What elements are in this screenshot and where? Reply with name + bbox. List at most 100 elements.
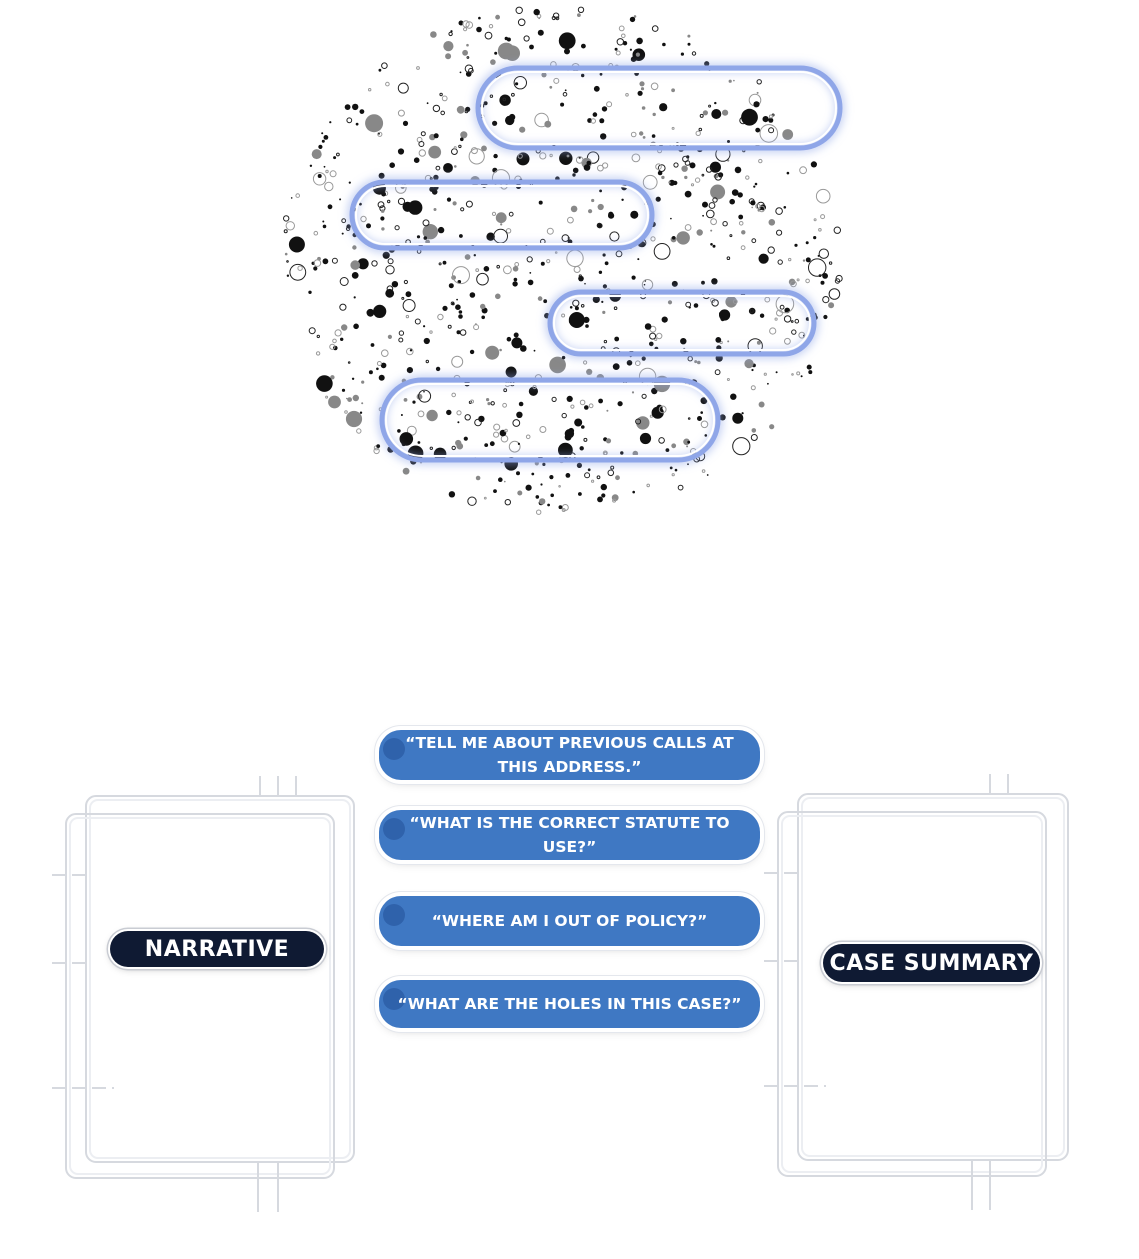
particle-dot [377, 131, 383, 137]
particle-dot [540, 483, 543, 486]
particle-dot [451, 148, 458, 156]
particle-dot [577, 6, 585, 14]
particle-dot [610, 465, 615, 470]
particle-dot [711, 299, 719, 307]
particle-dot [336, 152, 340, 157]
particle-dot [705, 166, 713, 173]
particle-dot [727, 340, 730, 343]
particle-dot [818, 228, 822, 232]
particle-dot [719, 311, 723, 316]
particle-dot [553, 77, 560, 84]
particle-dot [405, 291, 412, 298]
particle-dot [578, 492, 582, 496]
particle-dot [602, 253, 606, 257]
particle-dot [537, 29, 544, 36]
particle-dot [517, 18, 526, 27]
particle-dot [709, 161, 722, 173]
question-text: “TELL ME ABOUT PREVIOUS CALLS AT THIS AD… [405, 734, 734, 776]
particle-dot [473, 324, 480, 331]
particle-dot [397, 148, 405, 155]
particle-dot [630, 56, 637, 62]
particle-dot [704, 61, 710, 67]
particle-dot [446, 197, 452, 202]
particle-dot [726, 256, 731, 261]
particle-dot [782, 129, 794, 140]
particle-dot [476, 272, 489, 286]
particle-dot [650, 82, 659, 91]
particle-dot [671, 88, 675, 93]
particle-dot [460, 207, 465, 212]
particle-dot [613, 306, 618, 311]
particle-dot [687, 34, 691, 38]
particle-dot [753, 185, 756, 188]
particle-dot [794, 318, 800, 324]
particle-dot [339, 198, 342, 201]
particle-dot [788, 278, 796, 286]
particle-dot [676, 231, 690, 245]
particle-dot [529, 44, 534, 50]
particle-dot [525, 434, 531, 440]
particle-dot [504, 36, 508, 41]
particle-dot [687, 42, 691, 46]
particle-dot [564, 429, 575, 439]
particle-dot [636, 416, 650, 430]
particle-dot [671, 443, 677, 449]
particle-dot [312, 172, 327, 186]
particle-dot [580, 304, 585, 308]
particle-dot [574, 418, 583, 427]
particle-dot [583, 360, 588, 365]
narrative-label: NARRATIVE [110, 931, 324, 967]
particle-dot [745, 175, 750, 180]
particle-dot [376, 367, 379, 371]
particle-dot [429, 446, 433, 450]
particle-dot [751, 206, 753, 209]
particle-dot [667, 300, 673, 305]
particle-dot [286, 260, 289, 263]
particle-dot [397, 197, 406, 205]
particle-dot [750, 200, 756, 206]
logo-bar-3 [547, 289, 817, 357]
particle-dot [759, 124, 779, 143]
particle-dot [517, 153, 523, 159]
particle-dot [455, 439, 462, 447]
particle-dot [635, 360, 641, 367]
particle-dot [493, 431, 500, 438]
particle-dot [828, 288, 841, 300]
particle-dot [361, 402, 364, 405]
particle-dot [535, 495, 540, 499]
particle-dot [597, 223, 603, 229]
particle-dot [578, 274, 582, 278]
particle-dot [309, 164, 313, 167]
particle-dot [456, 410, 462, 416]
particle-dot [673, 180, 678, 186]
particle-dot [451, 392, 457, 398]
particle-dot [740, 245, 746, 251]
particle-dot [378, 68, 382, 72]
particle-dot [458, 314, 463, 319]
particle-dot [464, 109, 469, 114]
particle-dot [583, 164, 591, 171]
particle-dot [368, 370, 373, 375]
particle-dot [503, 265, 512, 275]
particle-dot [505, 228, 512, 234]
particle-dot [435, 366, 441, 372]
particle-dot [597, 164, 604, 172]
particle-dot [443, 41, 454, 52]
particle-dot [639, 81, 645, 87]
particle-dot [805, 257, 811, 263]
particle-dot [347, 361, 351, 364]
particle-dot [646, 483, 651, 488]
particle-dot [366, 308, 375, 317]
particle-dot [403, 398, 408, 402]
particle-dot [381, 227, 385, 231]
particle-dot [321, 132, 324, 135]
particle-dot [341, 324, 348, 331]
particle-dot [561, 412, 567, 419]
particle-dot [448, 491, 456, 498]
particle-dot [581, 425, 585, 429]
particle-dot [322, 220, 325, 223]
particle-dot [341, 388, 346, 392]
particle-dot [418, 149, 426, 157]
particle-dot [489, 94, 494, 98]
particle-dot [399, 432, 414, 446]
